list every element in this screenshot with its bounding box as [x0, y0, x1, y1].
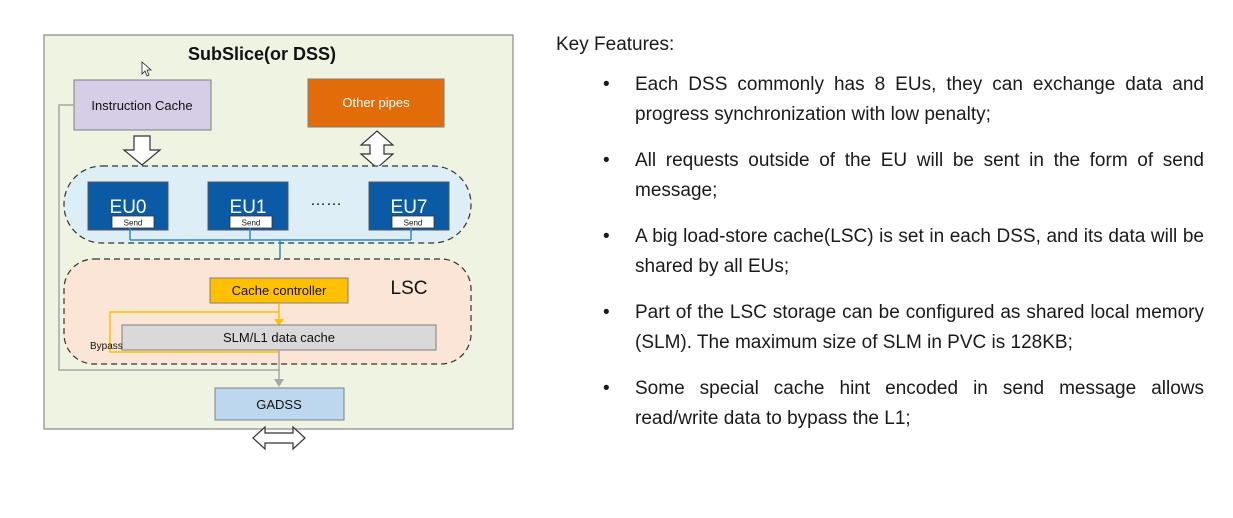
feature-text: Part of the LSC storage can be configure…: [635, 302, 1204, 353]
eu-label: EU1: [230, 197, 267, 218]
eu-send-label: Send: [124, 219, 143, 228]
subslice-diagram: SubSlice(or DSS) Instruction Cache Other…: [43, 34, 514, 451]
eu-ellipsis: ……: [310, 192, 342, 209]
features-heading: Key Features:: [556, 34, 675, 55]
feature-item: • Each DSS commonly has 8 EUs, they can e…: [603, 70, 1204, 130]
features-list: • Each DSS commonly has 8 EUs, they can e…: [556, 70, 1216, 434]
feature-text: A big load-store cache(LSC) is set in ea…: [635, 226, 1204, 277]
bullet-icon: •: [603, 74, 610, 95]
bullet-icon: •: [603, 378, 610, 399]
eu-label: EU7: [391, 197, 428, 218]
cache-controller-box: [209, 277, 349, 304]
fetch-arrow-icon: [122, 135, 162, 166]
eu-label: EU0: [110, 197, 147, 218]
bypass-wires: [109, 303, 280, 353]
feature-text: All requests outside of the EU will be s…: [635, 150, 1204, 201]
feature-item: • A big load-store cache(LSC) is set in e…: [603, 222, 1204, 282]
cursor-icon: [141, 61, 153, 77]
eu-send-label: Send: [404, 219, 423, 228]
bypass-label: Bypass: [90, 341, 123, 352]
other-pipes-box: [307, 78, 445, 128]
bullet-icon: •: [603, 302, 610, 323]
gadss-label: GADSS: [256, 397, 302, 412]
feature-text: Some special cache hint encoded in send …: [635, 378, 1204, 429]
instruction-fetch-wire: [58, 104, 280, 371]
eu-box-0: EU0 Send: [87, 181, 169, 231]
gadss-arrowhead-icon: [274, 379, 284, 387]
slm-cache-label: SLM/L1 data cache: [223, 330, 335, 345]
bypass-arrowhead-icon: [274, 319, 284, 326]
bullet-icon: •: [603, 226, 610, 247]
eu-send-label: Send: [242, 219, 261, 228]
instruction-cache-label: Instruction Cache: [91, 98, 192, 113]
feature-text: Each DSS commonly has 8 EUs, they can ex…: [635, 74, 1204, 125]
feature-item: • All requests outside of the EU will be …: [603, 146, 1204, 206]
feature-item: • Some special cache hint encoded in send…: [603, 374, 1204, 434]
eu-box-1: EU1 Send: [207, 181, 289, 231]
other-pipes-label: Other pipes: [342, 95, 410, 110]
bullet-icon: •: [603, 150, 610, 171]
feature-item: • Part of the LSC storage can be configur…: [603, 298, 1204, 358]
key-features: Key Features: • Each DSS commonly has 8 E…: [556, 34, 1216, 450]
eu-box-7: EU7 Send: [368, 181, 450, 231]
diagram-title: SubSlice(or DSS): [188, 44, 336, 64]
lsc-label: LSC: [391, 278, 428, 299]
instruction-cache-box: [73, 79, 212, 131]
cache-controller-label: Cache controller: [232, 283, 327, 298]
gadss-box: [214, 387, 345, 421]
gadss-io-arrow-icon: [252, 425, 306, 451]
